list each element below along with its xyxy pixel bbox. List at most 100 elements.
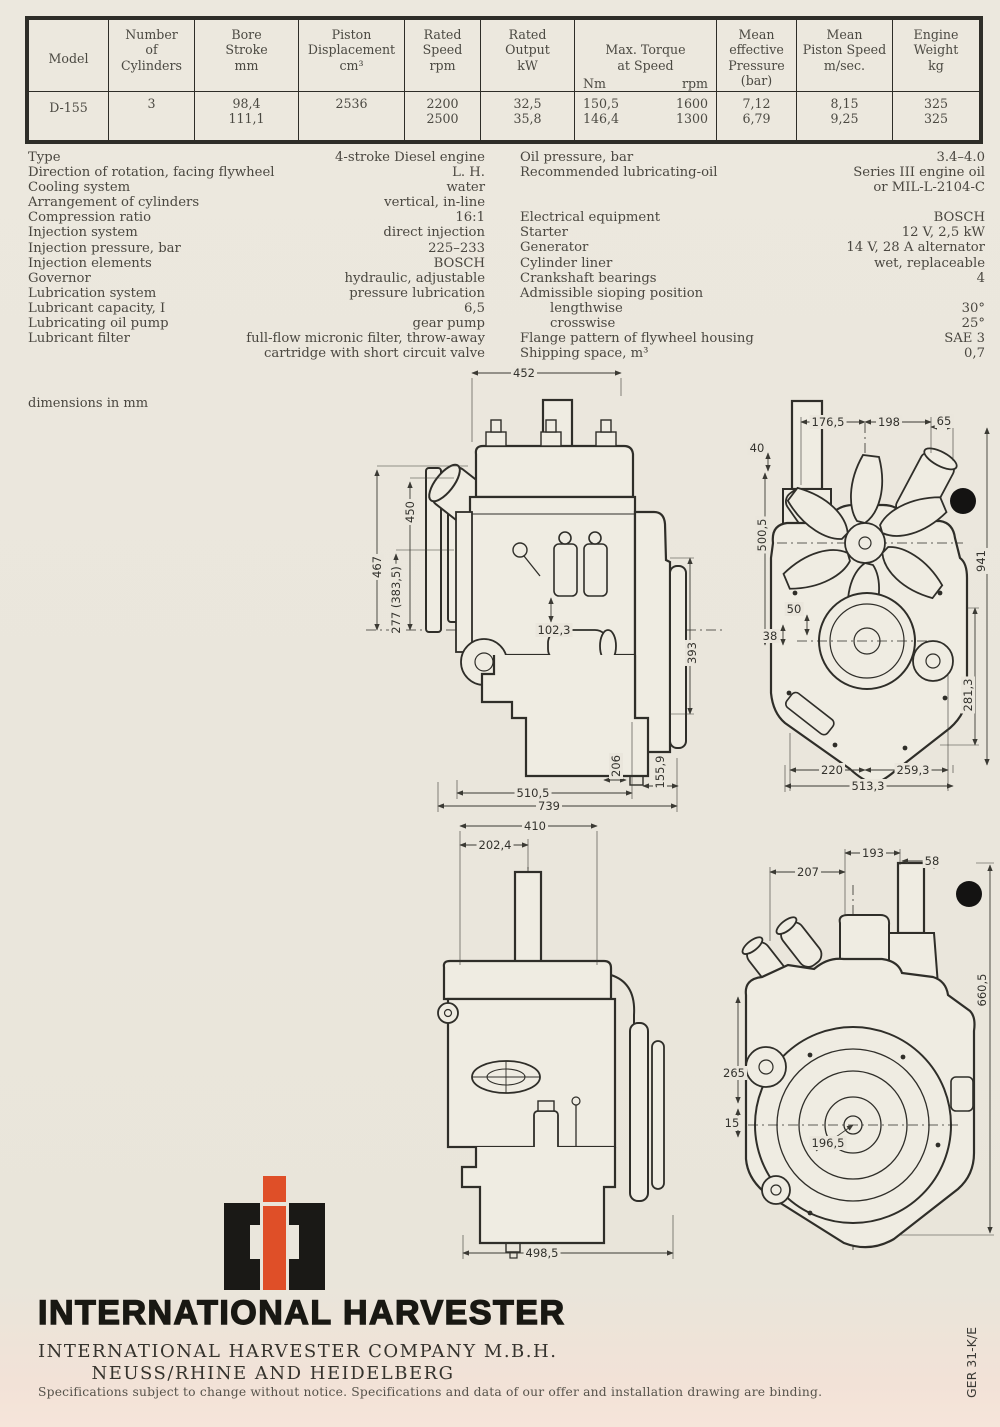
dim-label: 40 [747, 441, 767, 455]
dim-label: 206 [609, 753, 623, 779]
spec-label: Injection system [28, 225, 138, 241]
engine-spec-table: Model Number of Cylinders Bore Stroke mm… [25, 16, 983, 144]
col-header-bore-stroke: Bore Stroke mm [195, 20, 299, 92]
spec-label: Starter [520, 225, 568, 241]
spec-value: wet, replaceable [874, 255, 985, 271]
spec-row: Direction of rotation, facing flywheel L.… [28, 165, 485, 180]
spec-row: Admissible sioping position [520, 286, 985, 301]
spec-label: Direction of rotation, facing flywheel [28, 165, 275, 181]
spec-value: BOSCH [933, 210, 985, 226]
col-header-rated-output: Rated Output kW [481, 20, 575, 92]
spec-label: crosswise [550, 315, 616, 331]
dim-label: 259,3 [894, 763, 932, 777]
ih-logo-black-right [289, 1203, 325, 1290]
spec-value: 0,7 [964, 346, 985, 362]
registration-dot [950, 488, 976, 514]
col-header-weight: Engine Weight kg [893, 20, 979, 92]
dim-label: 281,3 [961, 676, 975, 714]
spec-value: 4 [976, 270, 985, 286]
cell-weight: 325 325 [923, 96, 949, 127]
rear-view-drawing: 193 58 207 660,5 265 15 196,5 [718, 845, 1000, 1255]
dim-label: 198 [876, 415, 902, 429]
spec-label: Injection pressure, bar [28, 240, 181, 256]
spec-value: 14 V, 28 A alternator [846, 240, 985, 256]
dim-label: 155,9 [653, 753, 667, 791]
cell-torque-nm: 150,5 146,4 [583, 96, 620, 127]
brand-title: INTERNATIONAL HARVESTER [37, 1293, 566, 1332]
dim-label: 510,5 [514, 786, 552, 800]
spec-row: Generator 14 V, 28 A alternator [520, 240, 985, 255]
dim-label: 58 [922, 854, 942, 868]
company-name-line: INTERNATIONAL HARVESTER COMPANY M.B.H. [38, 1341, 558, 1362]
spec-value: 12 V, 2,5 kW [901, 225, 985, 241]
spec-value: gear pump [412, 316, 486, 332]
dim-label: 498,5 [523, 1246, 561, 1260]
spec-value: water [446, 180, 485, 196]
cell-piston-speed: 8,15 9,25 [797, 92, 893, 140]
cell-rated-speed: 2200 2500 [405, 92, 481, 140]
spec-label: Shipping space, m³ [520, 346, 649, 362]
ih-logo-black-left [224, 1203, 260, 1290]
spec-label: Admissible sioping position [520, 285, 704, 301]
spec-row: Starter 12 V, 2,5 kW [520, 225, 985, 240]
max-torque-title: Max. Torque at Speed [605, 42, 686, 73]
spec-label: Compression ratio [28, 210, 152, 226]
cell-model: D-155 [29, 92, 109, 140]
front-view-art [762, 399, 990, 795]
dim-label: 393 [685, 640, 699, 666]
dimensions-note: dimensions in mm [28, 396, 149, 411]
spec-label: Cylinder liner [520, 255, 613, 271]
spec-label: Injection elements [28, 255, 152, 271]
dim-label: 202,4 [476, 838, 514, 852]
ih-logo-red-dot [263, 1176, 286, 1202]
left-side-view-art [437, 823, 674, 1259]
spec-label: Oil pressure, bar [520, 150, 634, 165]
ih-logo-red-bar [263, 1206, 286, 1290]
rear-view-art [735, 849, 994, 1250]
torque-nm-unit: Nm [583, 76, 606, 92]
dim-label: 739 [536, 799, 562, 813]
spec-row: Shipping space, m³ 0,7 [520, 346, 985, 361]
dim-label: 265 [721, 1066, 747, 1080]
spec-value: 225–233 [428, 240, 485, 256]
dim-label: 452 [511, 366, 537, 380]
cell-mep: 7,12 6,79 [717, 92, 797, 140]
spec-value: 16:1 [455, 210, 485, 226]
form-code: GER 31-K/E [964, 1327, 979, 1398]
cell-bore-stroke: 98,4 111,1 [195, 92, 299, 140]
cell-displacement: 2536 [299, 92, 405, 140]
spec-value: 25° [961, 315, 985, 331]
dim-label: 410 [522, 819, 548, 833]
spec-label: Type [28, 150, 61, 165]
cell-cylinders: 3 [109, 92, 195, 140]
spec-value: 4-stroke Diesel engine [335, 150, 485, 165]
dim-label: 196,5 [809, 1136, 847, 1150]
disclaimer-text: Specifications subject to change without… [38, 1385, 823, 1399]
spec-row: Injection pressure, bar 225–233 [28, 241, 485, 256]
front-view-drawing: 176,5 198 65 40 500,5 941 50 38 281,3 22… [735, 393, 1000, 800]
spec-label: Lubricant filter [28, 331, 130, 347]
company-location-line: NEUSS/RHINE AND HEIDELBERG [91, 1363, 455, 1384]
dim-label: 467 [370, 554, 384, 580]
col-header-mep: Mean effective Pressure (bar) [717, 20, 797, 92]
torque-rpm-unit: rpm [681, 76, 708, 92]
dim-label: 450 [403, 499, 417, 525]
dim-label: 65 [934, 414, 954, 428]
spec-label: Generator [520, 240, 589, 256]
side-view-drawing: 452 450 467 277 (383,5) 102,3 393 206 15… [358, 362, 730, 817]
spec-value: pressure lubrication [349, 285, 485, 301]
spec-value: L. H. [452, 165, 485, 181]
col-header-rated-speed: Rated Speed rpm [405, 20, 481, 92]
